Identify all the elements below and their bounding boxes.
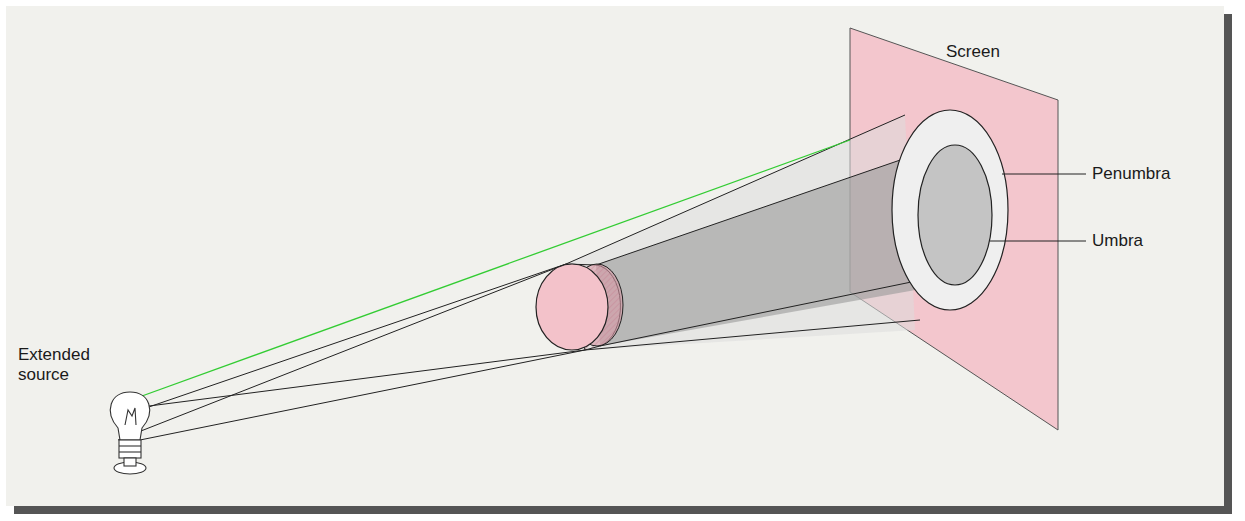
opaque-disk: [536, 264, 608, 350]
penumbra-label: Penumbra: [1092, 164, 1222, 184]
light-ray: [140, 264, 566, 410]
light-bulb: [110, 392, 149, 474]
source-label: Extended source: [18, 345, 113, 385]
light-ray: [142, 140, 850, 396]
light-ray: [118, 264, 566, 440]
screen-label: Screen: [946, 42, 1066, 62]
leader-line: [1002, 174, 1086, 175]
umbra-label: Umbra: [1092, 231, 1222, 251]
light-ray: [140, 350, 585, 440]
penumbra-ring: [892, 110, 1008, 310]
background-panel: [6, 6, 1224, 506]
umbra-disc: [918, 145, 992, 285]
leader-line: [990, 241, 1086, 242]
light-ray: [118, 350, 585, 410]
